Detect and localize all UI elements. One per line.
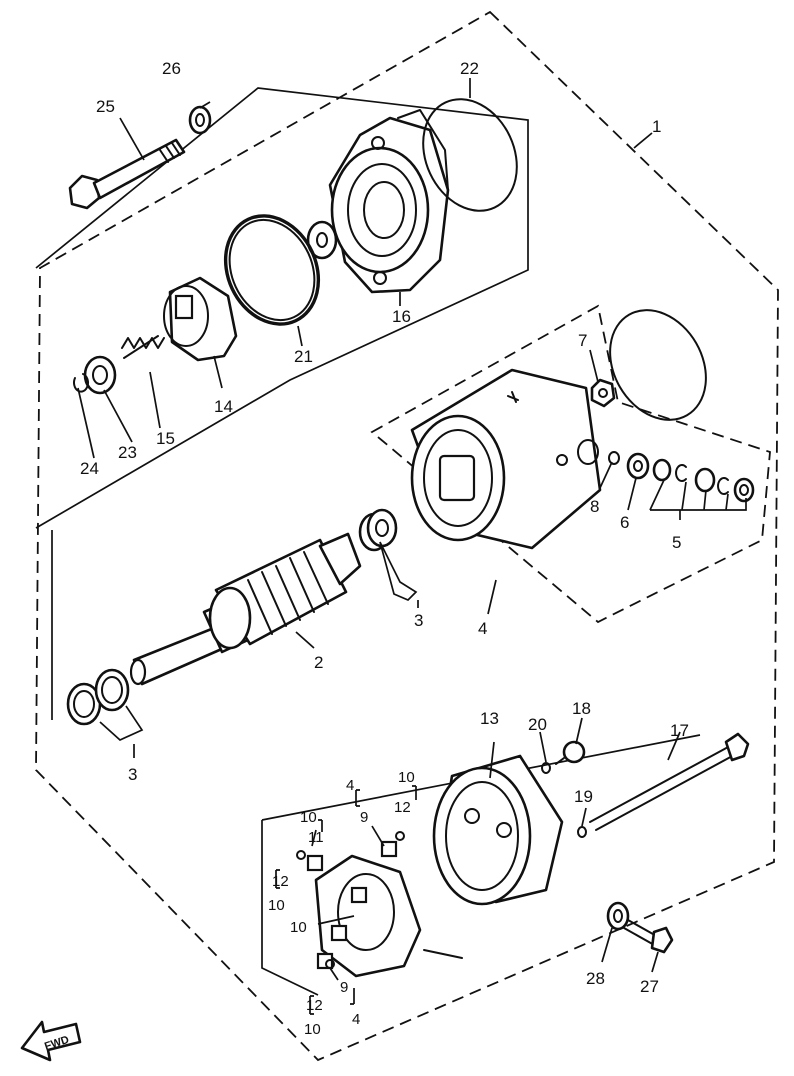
callout-6: 6	[620, 513, 629, 532]
callout-10-left: 10	[268, 897, 285, 914]
callout-4: 4	[478, 619, 487, 638]
callout-27: 27	[640, 977, 659, 996]
callout-11: 11	[308, 829, 324, 846]
o-ring-20	[541, 762, 551, 774]
o-ring-8	[608, 451, 620, 465]
washer-6	[626, 452, 650, 480]
callout-10-center: 10	[290, 919, 307, 936]
callout-5: 5	[672, 533, 681, 552]
circlip-24	[73, 373, 89, 393]
spring-15	[121, 335, 165, 359]
callout-4-lower: 4	[352, 1011, 360, 1028]
long-bolt-25	[68, 138, 186, 210]
terminal-cover	[609, 309, 707, 421]
callout-labels: 1 26 22 25 16 21 14 15 23 24 7 8 6 5 3 4…	[80, 59, 689, 1038]
callout-10-left-top: 10	[300, 809, 317, 826]
rear-cover-13	[432, 754, 564, 906]
yoke-subgroup-outline	[370, 304, 771, 624]
leader-lines	[77, 78, 747, 981]
armature-2	[129, 532, 362, 686]
brush-screw-a	[296, 850, 306, 860]
callout-17: 17	[670, 721, 689, 740]
callout-18: 18	[572, 699, 591, 718]
callout-7: 7	[578, 331, 587, 350]
o-ring-22	[422, 98, 518, 212]
collar-23	[83, 355, 117, 395]
o-ring-21	[223, 214, 321, 326]
callout-12-left: 12	[272, 873, 289, 890]
callout-4-upper: 4	[346, 777, 354, 794]
bolt-18	[555, 740, 586, 765]
callout-25: 25	[96, 97, 115, 116]
terminal-kit-5	[652, 458, 755, 503]
washer-28	[606, 901, 630, 931]
callout-26: 26	[162, 59, 181, 78]
callout-23: 23	[118, 443, 137, 462]
callout-20: 20	[528, 715, 547, 734]
callout-9-lower: 9	[340, 979, 348, 996]
callout-15: 15	[156, 429, 175, 448]
callout-9-upper: 9	[360, 809, 368, 826]
callout-12-bottom: 12	[306, 997, 323, 1014]
callout-3-left: 3	[128, 765, 137, 784]
front-cover-16	[328, 109, 450, 294]
through-bolt-17	[589, 732, 750, 831]
washer-26	[188, 105, 212, 135]
callout-10-bottom: 10	[304, 1021, 321, 1038]
brush-holder-plate	[306, 840, 463, 978]
front-cover-group-outline	[35, 87, 529, 529]
bolt-27	[623, 919, 674, 954]
callout-13: 13	[480, 709, 499, 728]
o-ring-19	[577, 826, 587, 838]
yoke-assembly-4	[410, 368, 602, 550]
assembly-outline-1	[35, 10, 779, 1062]
callout-3-right: 3	[414, 611, 423, 630]
callout-19: 19	[574, 787, 593, 806]
callout-10-top-right: 10	[398, 769, 415, 786]
callout-2: 2	[314, 653, 323, 672]
callout-8: 8	[590, 497, 599, 516]
bracket-marks	[275, 785, 417, 1015]
callout-16: 16	[392, 307, 411, 326]
callout-21: 21	[294, 347, 313, 366]
shim-washers-3-left	[66, 668, 130, 726]
brush-screw-b	[395, 831, 405, 841]
shim-washers-3-right	[358, 508, 398, 552]
nut-7	[590, 378, 616, 408]
callout-24: 24	[80, 459, 99, 478]
callout-28: 28	[586, 969, 605, 988]
fwd-arrow-icon: FWD	[20, 1020, 82, 1062]
callout-14: 14	[214, 397, 233, 416]
thrust-washer	[306, 220, 338, 260]
callout-12-top-right: 12	[394, 799, 411, 816]
callout-22: 22	[460, 59, 479, 78]
starter-clutch-14	[163, 276, 238, 362]
callout-1: 1	[652, 117, 661, 136]
